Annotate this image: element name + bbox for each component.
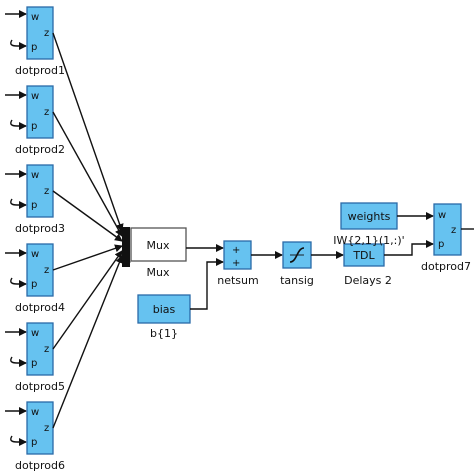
weights-inner-text: weights xyxy=(348,210,391,223)
tansig-label: tansig xyxy=(280,274,314,287)
dotprod1-port-w: w xyxy=(31,12,39,23)
dotprod3-to-mux-wire xyxy=(52,190,123,242)
tdl-block-group[interactable]: TDL Delays 2 xyxy=(343,243,392,287)
dotprod2-to-mux-wire xyxy=(52,111,123,237)
dotprod5-label: dotprod5 xyxy=(15,380,65,393)
dotprod7-port-w: w xyxy=(438,210,446,221)
dotprod7-block-group[interactable]: w p z dotprod7 xyxy=(421,203,474,273)
netsum-block-group[interactable]: + + netsum xyxy=(217,240,259,287)
dotprod6-port-w: w xyxy=(31,407,39,418)
dotprod5-p-input-line xyxy=(10,356,27,367)
dotprod7-port-p: p xyxy=(438,239,444,250)
dotprod5-block-group[interactable]: w p z dotprod5 xyxy=(5,322,65,393)
dotprod4-p-input-line xyxy=(10,277,27,288)
dotprod6-port-z: z xyxy=(44,423,49,434)
dotprod3-block-group[interactable]: w p z dotprod3 xyxy=(5,164,65,235)
dotprod6-label: dotprod6 xyxy=(15,459,65,472)
netsum-block[interactable] xyxy=(223,240,252,270)
dotprod2-port-w: w xyxy=(31,91,39,102)
mux-inner-text: Mux xyxy=(147,239,170,252)
dotprod1-p-input-line xyxy=(10,39,27,50)
mux-input-bar xyxy=(122,227,130,267)
netsum-label: netsum xyxy=(217,274,258,287)
dotprod2-p-input-line xyxy=(10,119,27,130)
dotprod5-port-p: p xyxy=(31,358,37,369)
dotprod3-label: dotprod3 xyxy=(15,222,65,235)
dotprod6-port-p: p xyxy=(31,437,37,448)
dotprod1-port-p: p xyxy=(31,42,37,53)
dotprod7-block[interactable] xyxy=(433,203,462,256)
dotprod5-port-w: w xyxy=(31,328,39,339)
dotprod2-block-group[interactable]: w p z dotprod2 xyxy=(5,85,65,156)
netsum-sign-1: + xyxy=(232,245,240,256)
bias-block-group[interactable]: bias b{1} xyxy=(137,294,191,340)
dotprod5-block[interactable] xyxy=(26,322,54,376)
weights-block-group[interactable]: weights IW{2,1}(1,:)' xyxy=(333,202,405,247)
dotprod4-label: dotprod4 xyxy=(15,301,65,314)
dotprod3-p-input-line xyxy=(10,198,27,209)
dotprod7-port-z: z xyxy=(451,225,456,236)
bias-to-netsum-wire xyxy=(190,258,224,310)
mux-block[interactable] xyxy=(130,227,187,262)
dotprod1-to-mux-wire xyxy=(52,32,124,232)
bias-label: b{1} xyxy=(150,327,178,340)
dotprod3-port-z: z xyxy=(44,186,49,197)
dotprod1-label: dotprod1 xyxy=(15,64,65,77)
dotprod5-to-mux-wire xyxy=(52,250,123,350)
dotprod4-to-mux-wire xyxy=(52,244,123,271)
mux-block-group[interactable]: Mux Mux xyxy=(122,227,187,279)
tdl-label: Delays 2 xyxy=(344,274,392,287)
dotprod1-port-z: z xyxy=(44,28,49,39)
fan-in-wires xyxy=(52,32,131,429)
netsum-sign-2: + xyxy=(232,258,240,269)
dotprod6-block-group[interactable]: w p z dotprod6 xyxy=(5,401,65,472)
dotprod3-block[interactable] xyxy=(26,164,54,218)
dotprod2-port-z: z xyxy=(44,107,49,118)
dotprod4-port-p: p xyxy=(31,279,37,290)
dotprod6-to-mux-wire xyxy=(52,255,124,429)
dotprod5-port-z: z xyxy=(44,344,49,355)
dotprod2-label: dotprod2 xyxy=(15,143,65,156)
tdl-inner-text: TDL xyxy=(352,249,375,262)
tdl-to-dotprod7-wire xyxy=(384,240,434,256)
dotprod3-port-p: p xyxy=(31,200,37,211)
dotprod3-port-w: w xyxy=(31,170,39,181)
mux-label: Mux xyxy=(147,266,170,279)
weights-label: IW{2,1}(1,:)' xyxy=(333,234,404,247)
dotprod4-port-w: w xyxy=(31,249,39,260)
bias-inner-text: bias xyxy=(153,303,176,316)
dotprod4-port-z: z xyxy=(44,265,49,276)
tansig-block-group[interactable]: tansig xyxy=(280,241,314,287)
dotprod4-block-group[interactable]: w p z dotprod4 xyxy=(5,243,65,314)
dotprod4-block[interactable] xyxy=(26,243,54,297)
dotprod7-label: dotprod7 xyxy=(421,260,471,273)
dotprod6-p-input-line xyxy=(10,435,27,446)
dotprod2-port-p: p xyxy=(31,121,37,132)
